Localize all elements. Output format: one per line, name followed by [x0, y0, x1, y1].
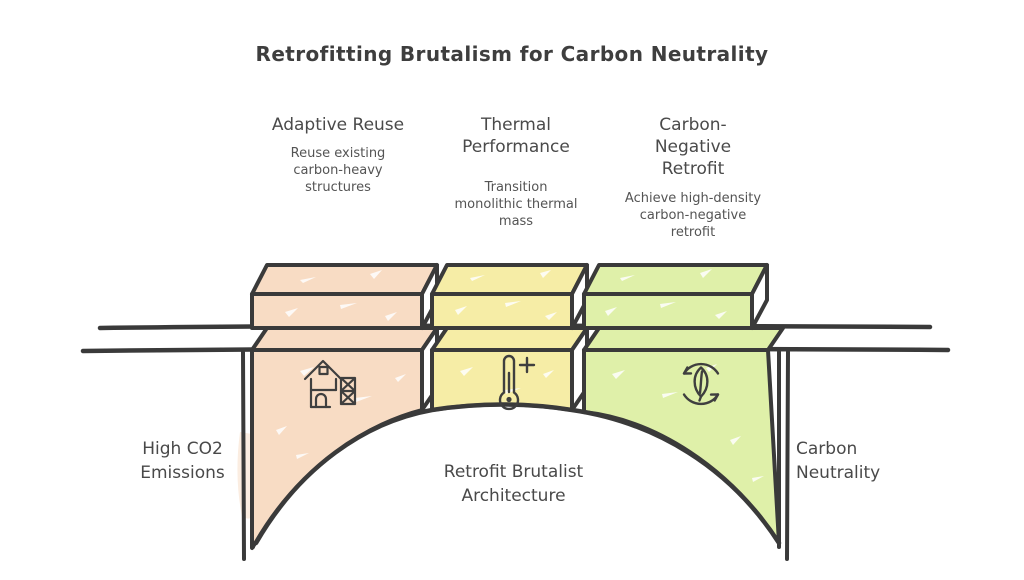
thermal-lower-top-face — [430, 326, 589, 352]
adaptive-upper-front-face — [250, 292, 424, 330]
column-title-thermal-performance: Thermal Performance — [462, 115, 570, 158]
adaptive-lower-top-face — [250, 326, 439, 352]
thermal-upper-top-face — [430, 263, 589, 296]
adaptive-upper-top-face — [250, 263, 439, 296]
carbon-upper-top-face — [582, 263, 769, 296]
cycle-right-arrowhead — [709, 393, 720, 402]
column-subtitle-adaptive-reuse: Reuse existing carbon-heavy structures — [290, 146, 386, 195]
roof — [303, 359, 343, 381]
leaf-recycle-icon — [682, 362, 720, 406]
roof-window — [318, 365, 329, 376]
arch-curve — [253, 402, 782, 546]
right-pier-outer-line — [785, 350, 790, 561]
cycle-left-arrowhead — [682, 366, 693, 375]
column-subtitle-thermal-performance: Transition monolithic thermal mass — [454, 180, 578, 229]
column-title-adaptive-reuse: Adaptive Reuse — [271, 115, 405, 135]
thermal-upper-front-face — [430, 292, 574, 330]
thermometer-plus-icon — [498, 354, 536, 411]
scaffold — [339, 376, 357, 406]
plus-sign — [518, 356, 536, 374]
thermometer-body — [498, 354, 520, 411]
thermal-lower-front-face — [430, 348, 574, 412]
carbon-lower-top-face — [582, 326, 785, 352]
door — [314, 392, 328, 409]
lower-blocks — [250, 326, 785, 550]
column-title-carbon-negative-retrofit: Carbon- Negative Retrofit — [654, 115, 732, 180]
upper-blocks — [250, 263, 769, 330]
label-carbon-neutrality: Carbon Neutrality — [796, 439, 881, 483]
leaf-vein — [698, 370, 704, 402]
texture-flecks — [276, 269, 764, 482]
label-high-co2-emissions: High CO2 Emissions — [140, 439, 225, 483]
label-retrofit-brutalist-architecture: Retrofit Brutalist Architecture — [443, 462, 584, 506]
column-subtitle-carbon-negative-retrofit: Achieve high-density carbon-negative ret… — [624, 191, 762, 240]
left-pier-outer-line — [241, 350, 246, 561]
page-title: Retrofitting Brutalism for Carbon Neutra… — [255, 42, 769, 66]
thermometer-bulb-dot — [506, 396, 512, 403]
building-scaffold-icon — [303, 359, 357, 409]
